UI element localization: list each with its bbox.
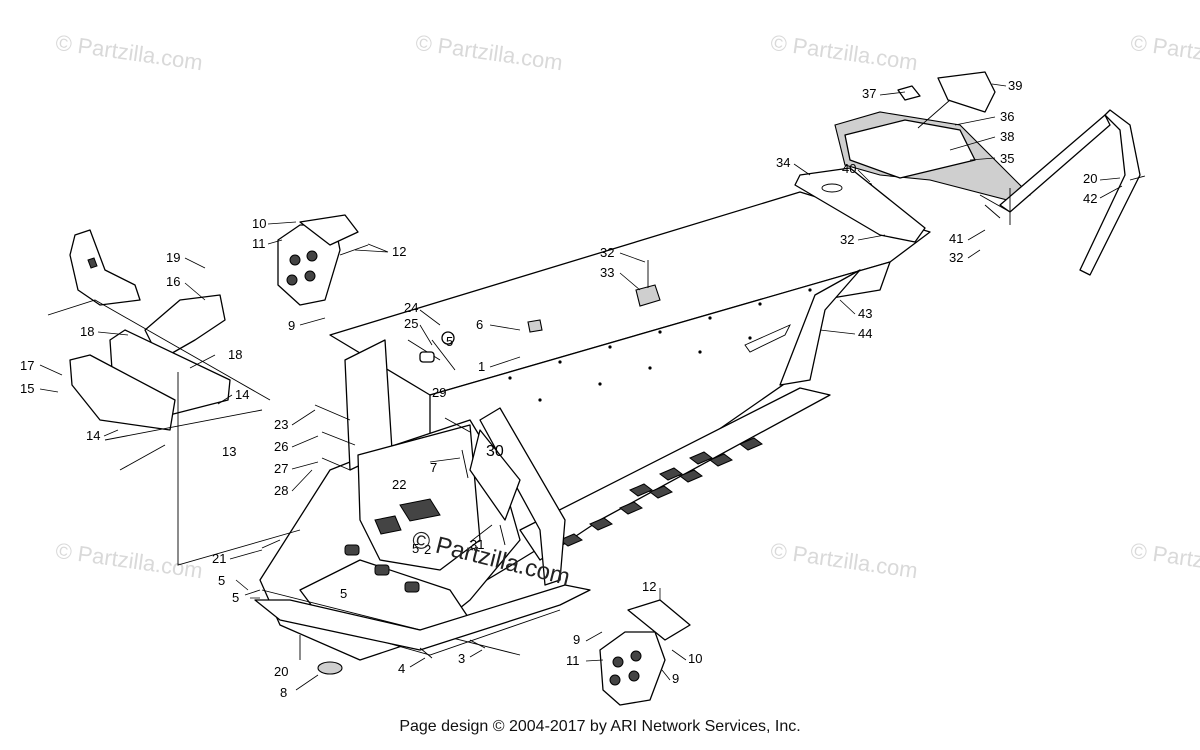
callout-28: 28 [274, 483, 288, 498]
callout-41: 41 [949, 231, 963, 246]
callout-42: 42 [1083, 191, 1097, 206]
callout-20: 20 [274, 664, 288, 679]
callout-11: 11 [566, 653, 580, 668]
callout-20: 20 [1083, 171, 1097, 186]
callout-10: 10 [252, 216, 266, 231]
callout-5: 5 [232, 590, 239, 605]
callout-14: 14 [235, 387, 249, 402]
callout-30: 30 [486, 443, 504, 460]
callout-19: 19 [166, 250, 180, 265]
callout-13: 13 [222, 444, 236, 459]
callout-33: 33 [600, 265, 614, 280]
callout-5: 5 [446, 334, 453, 349]
callout-9: 9 [672, 671, 679, 686]
callout-3: 3 [458, 651, 465, 666]
callout-38: 38 [1000, 129, 1014, 144]
callout-12: 12 [642, 579, 656, 594]
callout-9: 9 [288, 318, 295, 333]
callout-34: 34 [776, 155, 790, 170]
callout-5: 5 [340, 586, 347, 601]
callout-22: 22 [392, 477, 406, 492]
callout-26: 26 [274, 439, 288, 454]
callout-9: 9 [573, 632, 580, 647]
callout-7: 7 [430, 460, 437, 475]
callout-27: 27 [274, 461, 288, 476]
callout-29: 29 [432, 385, 446, 400]
callout-39: 39 [1008, 78, 1022, 93]
callout-35: 35 [1000, 151, 1014, 166]
callout-24: 24 [404, 300, 418, 315]
leader-lines [39, 83, 1123, 691]
callout-1: 1 [478, 359, 485, 374]
callout-36: 36 [1000, 109, 1014, 124]
callout-15: 15 [20, 381, 34, 396]
left-bracket-assembly [47, 229, 301, 566]
callout-8: 8 [280, 685, 287, 700]
callout-17: 17 [20, 358, 34, 373]
callout-labels: 1 2 3 4 5 5 5 5 5 6 7 8 9 9 9 10 10 11 1… [20, 78, 1097, 700]
upper-skid-plate [277, 214, 369, 306]
callout-40: 40 [842, 161, 856, 176]
hardware [244, 175, 1146, 675]
callout-37: 37 [862, 86, 876, 101]
callout-18: 18 [80, 324, 94, 339]
callout-32: 32 [600, 245, 614, 260]
callout-2: 2 [424, 542, 431, 557]
seat-assembly [794, 71, 1031, 243]
callout-6: 6 [476, 317, 483, 332]
callout-32: 32 [949, 250, 963, 265]
callout-31: 31 [470, 537, 484, 552]
callout-23: 23 [274, 417, 288, 432]
callout-25: 25 [404, 316, 418, 331]
callout-5: 5 [412, 541, 419, 556]
front-bulkhead [254, 339, 591, 661]
callout-43: 43 [858, 306, 872, 321]
callout-11: 11 [252, 236, 266, 251]
callout-5: 5 [218, 573, 225, 588]
rear-bumper [979, 109, 1141, 276]
callout-12: 12 [392, 244, 406, 259]
callout-10: 10 [688, 651, 702, 666]
footer-copyright: Page design © 2004-2017 by ARI Network S… [399, 718, 801, 735]
lower-skid-plate [599, 599, 691, 706]
callout-14: 14 [86, 428, 100, 443]
callout-21: 21 [212, 551, 226, 566]
callout-18: 18 [228, 347, 242, 362]
callout-4: 4 [398, 661, 405, 676]
callout-44: 44 [858, 326, 872, 341]
callout-32: 32 [840, 232, 854, 247]
callout-16: 16 [166, 274, 180, 289]
